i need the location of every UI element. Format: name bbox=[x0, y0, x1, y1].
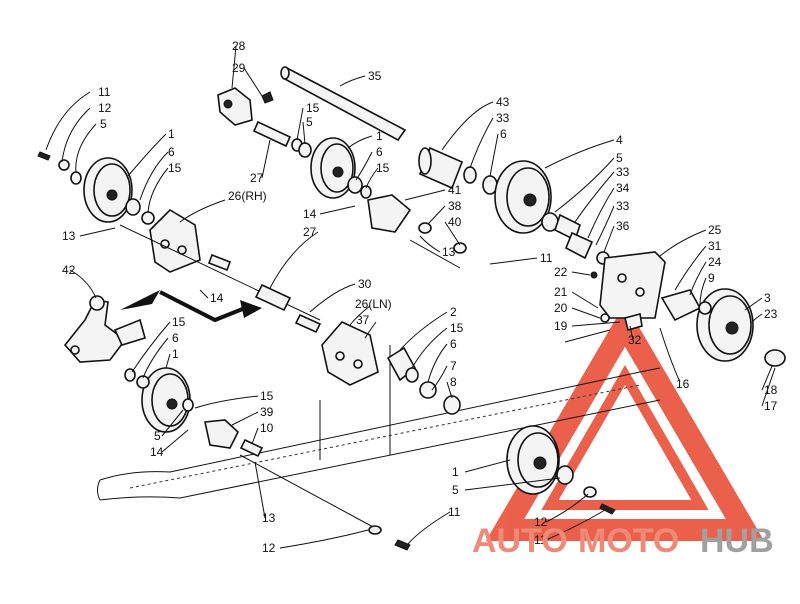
callout-5: 5 bbox=[100, 117, 107, 131]
callout-6: 6 bbox=[376, 145, 383, 159]
watermark-auto: AUTO bbox=[472, 522, 568, 560]
callout-5: 5 bbox=[452, 483, 459, 497]
bracket-26-rh bbox=[119, 208, 321, 321]
idler-wheel-left-top bbox=[37, 151, 155, 225]
callout-12: 12 bbox=[98, 101, 112, 115]
callout-36: 36 bbox=[616, 219, 630, 233]
callout-29: 29 bbox=[232, 61, 246, 75]
callout-15: 15 bbox=[450, 321, 464, 335]
callout-12: 12 bbox=[534, 515, 548, 529]
callout-11: 11 bbox=[448, 505, 461, 519]
idler-wheel-center-upper bbox=[310, 137, 372, 199]
watermark-hub: HUB bbox=[700, 522, 774, 560]
callout-13: 13 bbox=[62, 229, 76, 243]
callout-9: 9 bbox=[708, 271, 715, 285]
callout-37: 37 bbox=[356, 313, 370, 327]
callout-22: 22 bbox=[554, 265, 568, 279]
callout-13: 13 bbox=[262, 511, 276, 525]
callout-17: 17 bbox=[764, 399, 778, 413]
callout-5: 5 bbox=[616, 151, 623, 165]
callout-13: 13 bbox=[442, 245, 456, 259]
callout-27: 27 bbox=[250, 171, 264, 185]
callout-11: 11 bbox=[534, 533, 547, 547]
bracket-26-ln bbox=[321, 321, 379, 386]
callout-26-rh: 26(RH) bbox=[228, 189, 267, 203]
callout-21: 21 bbox=[554, 285, 568, 299]
callout-14: 14 bbox=[303, 207, 317, 221]
direction-arrow bbox=[120, 290, 262, 323]
callout-32: 32 bbox=[628, 333, 642, 347]
callout-15: 15 bbox=[376, 161, 390, 175]
callout-19: 19 bbox=[554, 319, 568, 333]
spacer-27-lower bbox=[207, 253, 322, 334]
callout-38: 38 bbox=[448, 199, 462, 213]
side-plate-25 bbox=[564, 251, 702, 343]
callout-1: 1 bbox=[452, 465, 459, 479]
callout-41: 41 bbox=[448, 183, 462, 197]
arm-42 bbox=[63, 295, 146, 363]
callout-10: 10 bbox=[260, 421, 274, 435]
watermark-text: AUTO MOTO HUB bbox=[472, 522, 774, 560]
idler-wheel-4 bbox=[494, 160, 610, 265]
callout-23: 23 bbox=[764, 307, 778, 321]
callout-15: 15 bbox=[306, 101, 320, 115]
callout-11: 11 bbox=[540, 251, 553, 265]
callout-39: 39 bbox=[260, 405, 274, 419]
callout-6: 6 bbox=[172, 331, 179, 345]
slide-rail bbox=[97, 345, 661, 501]
callout-6: 6 bbox=[500, 127, 507, 141]
callout-35: 35 bbox=[368, 69, 382, 83]
callout-42: 42 bbox=[62, 263, 76, 277]
bracket-41 bbox=[367, 194, 467, 269]
callout-20: 20 bbox=[554, 301, 568, 315]
callout-5: 5 bbox=[306, 115, 313, 129]
callout-12: 12 bbox=[262, 541, 276, 555]
callout-28: 28 bbox=[232, 39, 246, 53]
callout-30: 30 bbox=[358, 277, 372, 291]
callout-24: 24 bbox=[708, 255, 722, 269]
callout-7: 7 bbox=[450, 359, 457, 373]
callout-1: 1 bbox=[168, 127, 175, 141]
callout-6: 6 bbox=[450, 337, 457, 351]
callout-15: 15 bbox=[172, 315, 186, 329]
callout-43: 43 bbox=[496, 95, 510, 109]
callout-18: 18 bbox=[764, 383, 778, 397]
callout-26-ln: 26(LN) bbox=[355, 297, 392, 311]
callout-5: 5 bbox=[154, 429, 161, 443]
callout-8: 8 bbox=[450, 375, 457, 389]
callout-1: 1 bbox=[172, 347, 179, 361]
callout-27: 27 bbox=[303, 225, 317, 239]
callout-1: 1 bbox=[376, 129, 383, 143]
callout-3: 3 bbox=[764, 291, 771, 305]
callout-4: 4 bbox=[616, 133, 623, 147]
idler-wheel-3 bbox=[696, 288, 786, 367]
callout-14: 14 bbox=[150, 445, 164, 459]
callout-14: 14 bbox=[210, 291, 224, 305]
callout-2: 2 bbox=[450, 305, 457, 319]
callout-25: 25 bbox=[708, 223, 722, 237]
idler-wheel-lower-center bbox=[506, 425, 616, 515]
callout-40: 40 bbox=[448, 215, 462, 229]
leader-lines bbox=[45, 45, 776, 549]
callout-15: 15 bbox=[260, 389, 274, 403]
callout-15: 15 bbox=[168, 161, 182, 175]
callout-11: 11 bbox=[98, 85, 111, 99]
callout-labels: 11 12 5 1 6 15 28 29 35 15 5 1 6 15 27 2… bbox=[62, 39, 778, 555]
callout-33: 33 bbox=[616, 199, 630, 213]
shaft-35 bbox=[280, 66, 407, 142]
watermark-moto: MOTO bbox=[578, 522, 679, 560]
watermark-logo bbox=[485, 303, 765, 541]
link-28 bbox=[217, 87, 274, 126]
callout-31: 31 bbox=[708, 239, 722, 253]
callout-6: 6 bbox=[168, 145, 175, 159]
callout-16: 16 bbox=[676, 377, 690, 391]
spacer-27-upper bbox=[252, 120, 312, 158]
callout-33: 33 bbox=[616, 165, 630, 179]
callout-34: 34 bbox=[616, 181, 630, 195]
idler-wheel-left-lower bbox=[124, 367, 411, 551]
hub-2 bbox=[386, 346, 461, 415]
callout-33: 33 bbox=[496, 111, 510, 125]
